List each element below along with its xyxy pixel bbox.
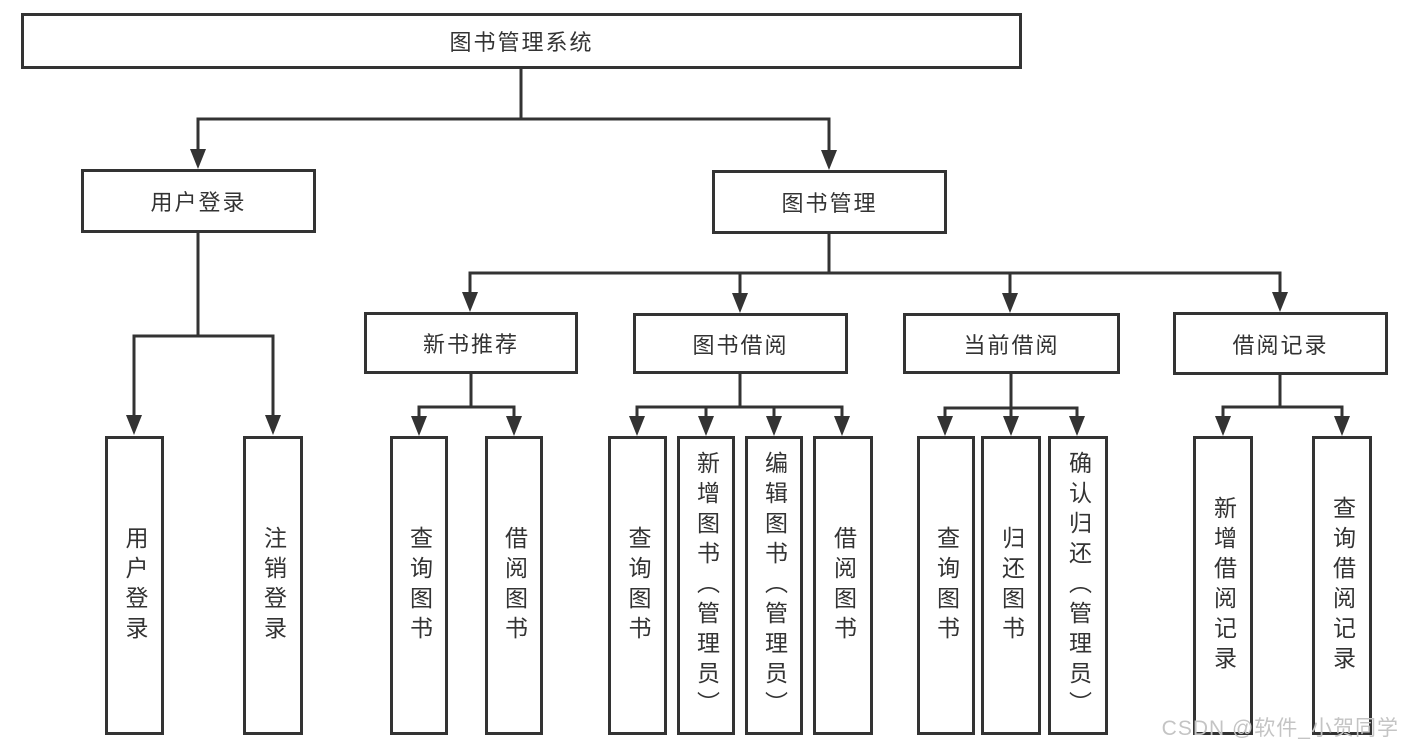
leaf-label: 查询图书 xyxy=(933,525,960,646)
node-book-borrow: 图书借阅 xyxy=(633,313,848,374)
node-leaf-query-book-1: 查询图书 xyxy=(390,436,448,735)
node-leaf-query-borrow-record: 查询借阅记录 xyxy=(1312,436,1372,735)
leaf-label: 确认归还（管理员） xyxy=(1065,450,1092,721)
node-leaf-confirm-return-admin: 确认归还（管理员） xyxy=(1048,436,1108,735)
node-leaf-add-book-admin: 新增图书（管理员） xyxy=(677,436,735,735)
node-leaf-query-book-2: 查询图书 xyxy=(608,436,667,735)
leaf-label: 查询图书 xyxy=(625,525,651,646)
leaf-label: 归还图书 xyxy=(998,525,1025,646)
node-leaf-return-book: 归还图书 xyxy=(981,436,1041,735)
leaf-label: 查询图书 xyxy=(406,525,433,646)
node-user-login: 用户登录 xyxy=(81,169,316,233)
leaf-label: 查询借阅记录 xyxy=(1329,495,1356,676)
node-new-book-recommend: 新书推荐 xyxy=(364,312,578,374)
leaf-label: 借阅图书 xyxy=(501,525,528,646)
leaf-label: 借阅图书 xyxy=(830,525,857,646)
node-leaf-query-book-3: 查询图书 xyxy=(917,436,975,735)
leaf-label: 用户登录 xyxy=(122,525,148,646)
node-leaf-borrow-book-2: 借阅图书 xyxy=(813,436,873,735)
node-leaf-edit-book-admin: 编辑图书（管理员） xyxy=(745,436,803,735)
node-book-management: 图书管理 xyxy=(712,170,947,234)
node-root-system: 图书管理系统 xyxy=(21,13,1022,69)
leaf-label: 新增借阅记录 xyxy=(1210,495,1237,676)
leaf-label: 注销登录 xyxy=(260,525,287,646)
node-leaf-logout: 注销登录 xyxy=(243,436,303,735)
node-leaf-user-login: 用户登录 xyxy=(105,436,164,735)
node-leaf-add-borrow-record: 新增借阅记录 xyxy=(1193,436,1253,735)
node-leaf-borrow-book-1: 借阅图书 xyxy=(485,436,543,735)
leaf-label: 新增图书（管理员） xyxy=(693,450,720,721)
csdn-watermark: CSDN @软件_小贺同学 xyxy=(1161,717,1399,740)
node-borrow-record: 借阅记录 xyxy=(1173,312,1388,375)
node-current-borrow: 当前借阅 xyxy=(903,313,1120,374)
leaf-label: 编辑图书（管理员） xyxy=(761,450,788,721)
